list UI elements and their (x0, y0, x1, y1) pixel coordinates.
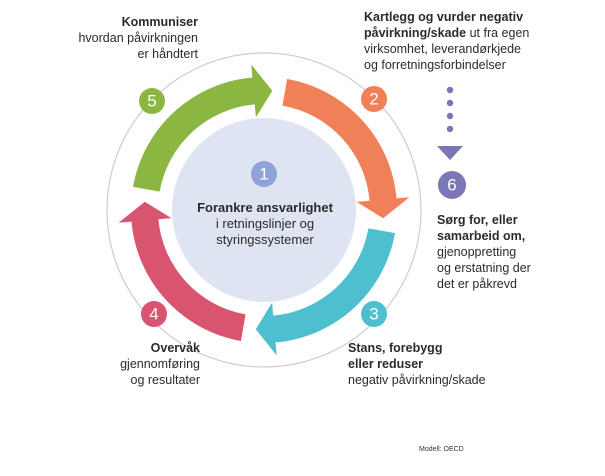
step-2-text-line-1: ut fra egen (466, 26, 530, 40)
model-credit: Modell: OECD (419, 446, 464, 453)
step-6-label: Sørg for, eller samarbeid om, gjenoppret… (437, 212, 597, 292)
center-line-3: styringssystemer (216, 232, 314, 247)
step-5-title: Kommuniser (121, 15, 198, 29)
step-4-text-line-1: gjennomføring (120, 357, 200, 371)
connector-dot (446, 112, 454, 120)
step-3-title-line-1: Stans, forebygg (348, 341, 443, 355)
connector-dot (446, 99, 454, 107)
step-6-text-line-3: det er påkrevd (437, 277, 517, 291)
step-6-text-line-1: gjenoppretting (437, 245, 517, 259)
svg-text:1: 1 (259, 165, 268, 184)
outer-ring (106, 52, 422, 368)
badge-3: 3 (361, 301, 387, 327)
step-2-title-line-2: påvirkning/skade (364, 26, 467, 40)
step-2-text-line-2: virksomhet, leverandørkjede (364, 42, 522, 56)
connector-arrowhead (437, 146, 463, 160)
step-4-title: Overvåk (150, 341, 200, 355)
arrow-segment-5 (133, 64, 273, 192)
center-line-2: i retningslinjer og (215, 216, 315, 231)
center-disc (172, 118, 356, 302)
step-5-text-line-1: hvordan påvirkningen (78, 31, 198, 45)
svg-text:2: 2 (369, 90, 378, 109)
badge-4: 4 (141, 301, 167, 327)
center-title: Forankre ansvarlighet (197, 200, 333, 215)
svg-text:4: 4 (149, 305, 158, 324)
arrow-segment-2 (282, 79, 410, 219)
step-6-title-line-2: samarbeid om, (437, 229, 526, 243)
step-4-label: Overvåk gjennomføring og resultater (70, 340, 200, 388)
svg-text:5: 5 (147, 92, 156, 111)
step-3-text-line-1: negativ påvirkning/skade (348, 373, 486, 387)
step-5-label: Kommuniser hvordan påvirkningen er håndt… (30, 14, 198, 62)
connector-dot (446, 125, 454, 133)
badge-1: 1 (251, 161, 277, 187)
step-2-title-line-1: Kartlegg og vurder negativ (364, 10, 524, 24)
step-6-text-line-2: og erstatning der (437, 261, 531, 275)
badge-2: 2 (361, 86, 387, 112)
step-2-text-line-3: og forretningsforbindelser (364, 58, 506, 72)
svg-text:6: 6 (447, 176, 456, 195)
arrow-segment-3 (255, 228, 395, 356)
badge-5: 5 (139, 88, 165, 114)
connector-dot (446, 86, 454, 94)
step-3-label: Stans, forebygg eller reduser negativ på… (348, 340, 548, 388)
badge-6: 6 (438, 171, 466, 199)
step-2-label: Kartlegg og vurder negativ påvirkning/sk… (364, 9, 599, 73)
step-6-title-line-1: Sørg for, eller (437, 213, 518, 227)
svg-text:3: 3 (369, 305, 378, 324)
step-3-title-line-2: eller reduser (348, 357, 424, 371)
arrow-segment-4 (118, 201, 246, 341)
step-4-text-line-2: og resultater (130, 373, 200, 387)
center-label: Forankre ansvarlighet i retningslinjer o… (185, 200, 345, 248)
step-5-text-line-2: er håndtert (137, 47, 198, 61)
dotted-connector (437, 86, 463, 160)
